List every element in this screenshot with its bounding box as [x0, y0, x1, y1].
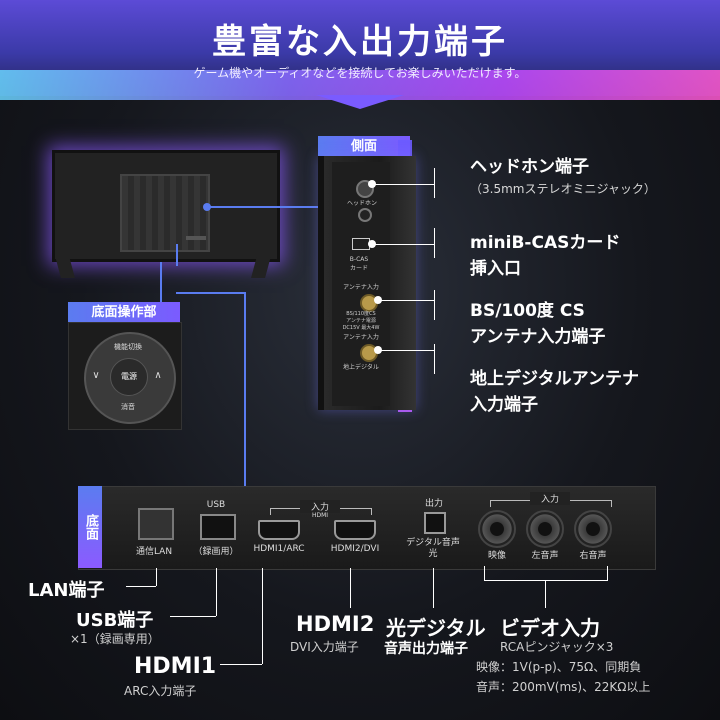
optical-port — [424, 512, 446, 534]
connector-line-ctrl — [176, 244, 178, 266]
callout-dot-3 — [374, 296, 382, 304]
lan-port-label: 通信LAN — [135, 547, 173, 557]
side-bcas-label: B-CAS カード — [349, 256, 369, 272]
bs-cs-label: BS/100度 CS — [470, 301, 585, 321]
lan-leader-v — [156, 568, 157, 586]
hdmi1-leader-v — [262, 568, 263, 664]
terrestrial-label-2: 入力端子 — [470, 395, 538, 415]
callout-dot-2 — [368, 240, 376, 248]
hdmi1-sublabel: ARC入力端子 — [124, 684, 197, 698]
tv-rear-panel — [120, 174, 210, 252]
hdmi1-port — [258, 520, 300, 540]
video-label: ビデオ入力 — [500, 616, 600, 640]
hdmi2-port-label: HDMI2/DVI — [330, 544, 380, 554]
output-group-label: 出力 — [424, 499, 443, 509]
video-sublabel-1: RCAピンジャック×3 — [500, 640, 614, 654]
mute-button: 消音 — [121, 403, 135, 411]
callout-dot-4 — [374, 346, 382, 354]
optical-label-2: 音声出力端子 — [384, 641, 468, 657]
control-tag: 底面操作部 — [68, 302, 180, 324]
callout-line-1 — [374, 184, 434, 185]
hdmi1-leader-h — [220, 664, 262, 665]
callout-line-4 — [380, 350, 434, 351]
header-notch — [316, 95, 404, 109]
bcas-label-2: 挿入口 — [470, 259, 521, 279]
av-group-label: 入力 — [530, 492, 570, 505]
hdmi2-sublabel: DVI入力端子 — [290, 640, 359, 654]
usb-port-label: （録画用） — [193, 547, 239, 557]
hdmi2-label: HDMI2 — [296, 612, 375, 636]
down-button: ∨ — [92, 370, 100, 381]
optical-label: 光デジタル — [386, 616, 486, 640]
video-sublabel-2: 映像：1V(p-p)、75Ω、同期負 — [476, 660, 642, 674]
side-headphone-label: ヘッドホン — [346, 200, 377, 207]
lan-port — [138, 508, 174, 540]
connector-line-bottom-v — [244, 292, 246, 486]
side-bs-note: BS/110度CS アンテナ電源 DC15V 最大4W — [342, 311, 380, 331]
up-button: ∧ — [154, 370, 162, 381]
hdmi1-label: HDMI1 — [134, 654, 217, 679]
audio-left-rca-port — [526, 510, 564, 548]
audio-right-label: 右音声 — [579, 551, 607, 561]
bs-cs-label-2: アンテナ入力端子 — [470, 327, 606, 347]
callout-bar-4 — [434, 344, 435, 374]
optical-port-label: デジタル音声 光 — [406, 538, 460, 559]
bcas-label: miniB-CASカード — [470, 233, 621, 253]
callout-line-3 — [380, 300, 434, 301]
callout-line-2 — [374, 244, 434, 245]
connector-dot — [203, 203, 211, 211]
headphone-jack — [358, 208, 372, 222]
av-leader — [545, 580, 546, 608]
audio-right-rca-port — [574, 510, 612, 548]
av-leader-bracket — [484, 566, 608, 581]
hdmi2-leader — [350, 568, 351, 608]
tv-vent — [186, 236, 206, 240]
page-subtitle: ゲーム機やオーディオなどを接続してお楽しみいただけます。 — [193, 66, 527, 80]
connector-line-side — [206, 206, 318, 208]
page-title: 豊富な入出力端子 — [212, 22, 508, 62]
usb-sublabel: ×1（録画専用） — [70, 632, 160, 646]
side-terrestrial-label: 地上デジタル — [343, 364, 379, 371]
side-panel-inner — [332, 162, 390, 406]
lan-leader-h — [126, 586, 156, 587]
hdmi-logo: HDMI — [311, 512, 329, 519]
lan-label: LAN端子 — [28, 580, 105, 601]
headphone-label: ヘッドホン端子 — [470, 157, 589, 177]
video-rca-port — [478, 510, 516, 548]
power-button: 電源 — [110, 358, 148, 396]
side-antenna1-label: アンテナ入力 — [343, 284, 379, 291]
optical-leader — [433, 568, 434, 608]
bottom-tag: 底面 — [78, 486, 102, 568]
usb-label: USB端子 — [76, 610, 154, 631]
usb-leader-v — [216, 568, 217, 616]
video-sublabel-3: 音声：200mV(ms)、22KΩ以上 — [476, 680, 651, 694]
callout-bar-3 — [434, 290, 435, 320]
hdmi1-port-label: HDMI1/ARC — [253, 544, 305, 554]
usb-top-label: USB — [206, 500, 226, 510]
terrestrial-label: 地上デジタルアンテナ — [470, 369, 639, 389]
callout-bar-1 — [434, 168, 435, 198]
usb-port — [200, 514, 236, 540]
headphone-sublabel: （3.5mmステレオミニジャック） — [470, 182, 656, 196]
callout-dot-1 — [368, 180, 376, 188]
connector-line-ctrl2 — [160, 262, 162, 306]
hdmi-group-label: 入力 — [300, 500, 340, 513]
video-port-label: 映像 — [487, 551, 506, 561]
side-tag: 側面 — [318, 136, 410, 158]
callout-bar-2 — [434, 228, 435, 258]
connector-line-bottom-h — [176, 292, 246, 294]
audio-left-label: 左音声 — [531, 551, 559, 561]
side-antenna2-label: アンテナ入力 — [343, 334, 379, 341]
usb-leader-h — [170, 616, 216, 617]
hdmi2-port — [334, 520, 376, 540]
function-switch-button: 機能切換 — [114, 343, 142, 351]
